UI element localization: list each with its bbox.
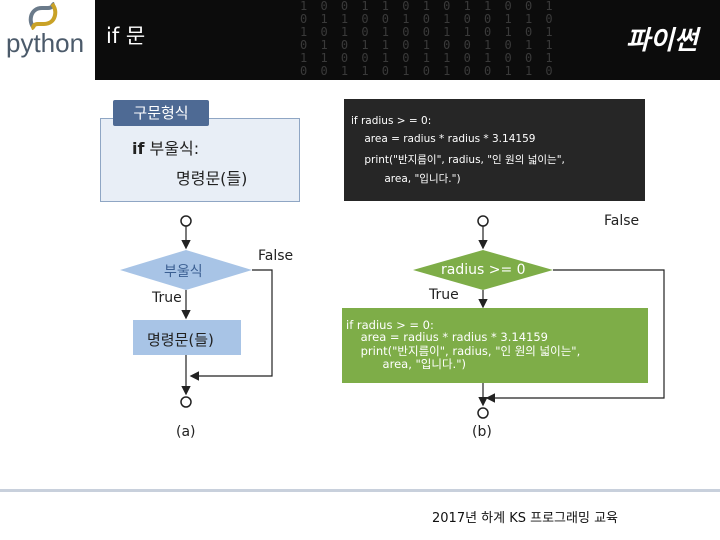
end-node	[478, 408, 488, 418]
false-label-a: False	[258, 248, 293, 264]
condition-label-a: 부울식	[164, 261, 203, 281]
caption-a: (a)	[176, 424, 196, 440]
condition-label-b: radius >= 0	[441, 262, 526, 278]
statement-label-a: 명령문(들)	[147, 329, 214, 350]
statement-box-b: if radius > = 0: area = radius * radius …	[342, 308, 648, 383]
footer-divider	[0, 489, 720, 492]
start-node	[478, 216, 488, 226]
flowchart-a	[120, 216, 272, 407]
end-node	[181, 397, 191, 407]
code-line: area = radius * radius * 3.14159	[346, 330, 548, 344]
false-label-b: False	[604, 213, 639, 229]
true-label-a: True	[152, 290, 182, 306]
start-node	[181, 216, 191, 226]
caption-b: (b)	[472, 424, 492, 440]
true-label-b: True	[429, 287, 459, 303]
footer-text: 2017년 하계 KS 프로그래밍 교육	[432, 507, 618, 526]
code-line: area, "입니다.")	[346, 356, 466, 372]
